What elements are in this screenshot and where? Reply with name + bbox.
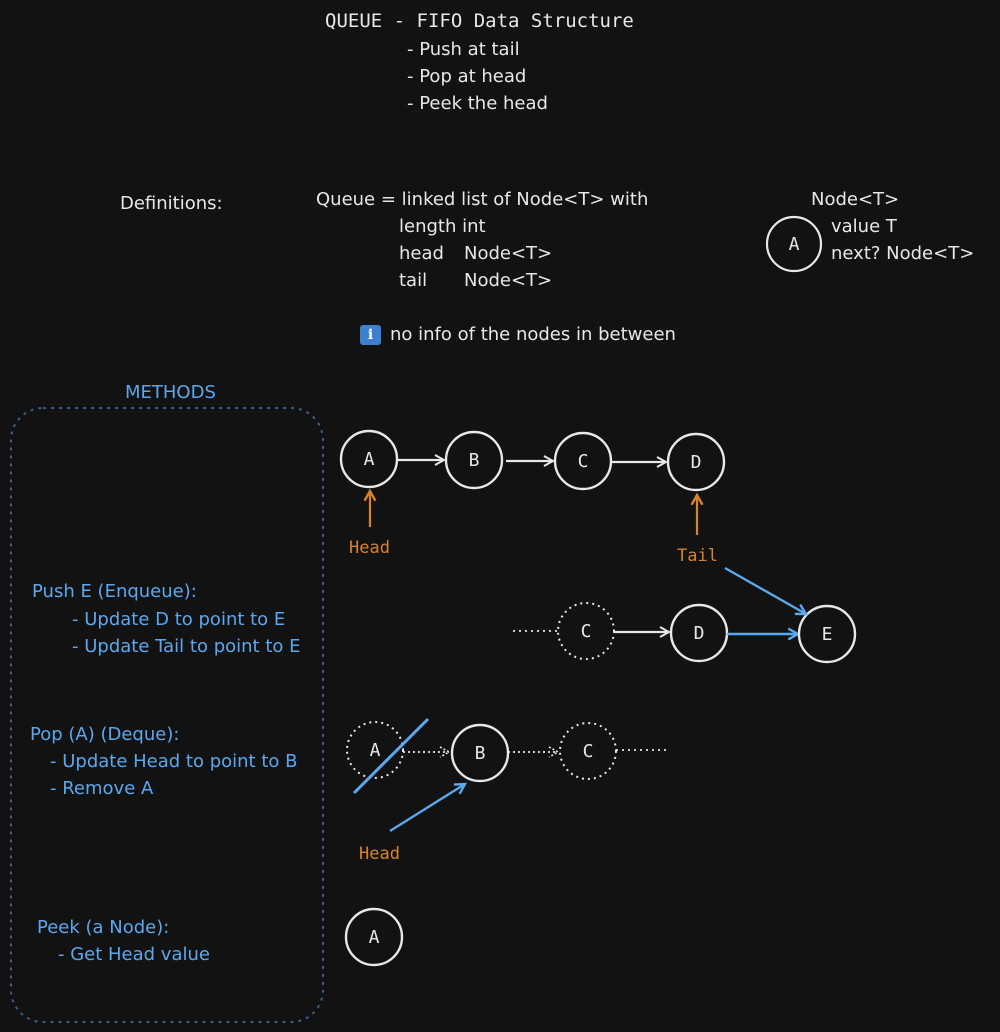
node-example-label: A	[789, 234, 800, 255]
pop-node-a-label: A	[370, 740, 381, 761]
push-node-d-label: D	[694, 623, 705, 644]
pop-node-b-label: B	[475, 743, 486, 764]
main-chain: A B C D Head Tail	[339, 429, 726, 566]
node-type-title: Node<T>	[811, 189, 900, 210]
peek-step-1: - Get Head value	[58, 944, 210, 965]
push-node-c-label: C	[581, 621, 592, 642]
info-icon: i	[360, 325, 381, 345]
field-length: length int	[399, 216, 486, 237]
queue-definition: Queue = linked list of Node<T> with	[316, 189, 649, 210]
pop-step-2: - Remove A	[50, 778, 154, 799]
push-step-2: - Update Tail to point to E	[72, 636, 301, 657]
header-bullet-peek: - Peek the head	[407, 93, 548, 114]
node-field-value: value T	[831, 216, 897, 237]
main-node-b	[444, 430, 504, 490]
header-bullet-pop: - Pop at head	[407, 66, 527, 87]
pop-strike-line	[352, 717, 430, 795]
main-node-d-label: D	[691, 452, 702, 473]
main-node-b-label: B	[469, 450, 480, 471]
page-title: QUEUE - FIFO Data Structure	[325, 10, 634, 32]
node-example: A	[765, 215, 823, 273]
header-bullet-push: - Push at tail	[407, 39, 520, 60]
pop-chain: A B C Head	[346, 717, 668, 864]
field-head-type: Node<T>	[464, 243, 553, 264]
main-node-d	[666, 432, 726, 492]
definitions-label: Definitions:	[120, 193, 223, 214]
push-step-1: - Update D to point to E	[72, 609, 286, 630]
pop-head-label: Head	[359, 844, 400, 864]
pop-node-c	[559, 722, 617, 780]
methods-box	[10, 407, 324, 1023]
pop-node-c-label: C	[583, 741, 594, 762]
peek-node-label: A	[369, 927, 380, 948]
pop-node-a	[346, 721, 404, 779]
push-node-e	[797, 604, 857, 664]
tail-label: Tail	[677, 546, 718, 566]
field-head-name: head	[399, 243, 444, 264]
peek-title: Peek (a Node):	[37, 917, 170, 938]
pop-step-1: - Update Head to point to B	[50, 751, 298, 772]
field-tail-type: Node<T>	[464, 270, 553, 291]
pop-node-b	[450, 723, 510, 783]
methods-title: METHODS	[125, 382, 216, 403]
arrow-tail-to-e	[724, 566, 806, 614]
pop-head-arrow	[389, 784, 465, 833]
peek-node: A	[344, 907, 404, 967]
main-node-c-label: C	[578, 451, 589, 472]
push-node-e-label: E	[822, 624, 833, 645]
field-tail-name: tail	[399, 270, 428, 291]
head-label: Head	[349, 538, 390, 558]
push-title: Push E (Enqueue):	[32, 581, 197, 602]
pop-title: Pop (A) (Deque):	[30, 724, 180, 745]
info-text: no info of the nodes in between	[390, 324, 676, 345]
push-chain: C D E	[513, 566, 857, 664]
main-node-a-label: A	[364, 449, 375, 470]
node-field-next: next? Node<T>	[831, 243, 975, 264]
